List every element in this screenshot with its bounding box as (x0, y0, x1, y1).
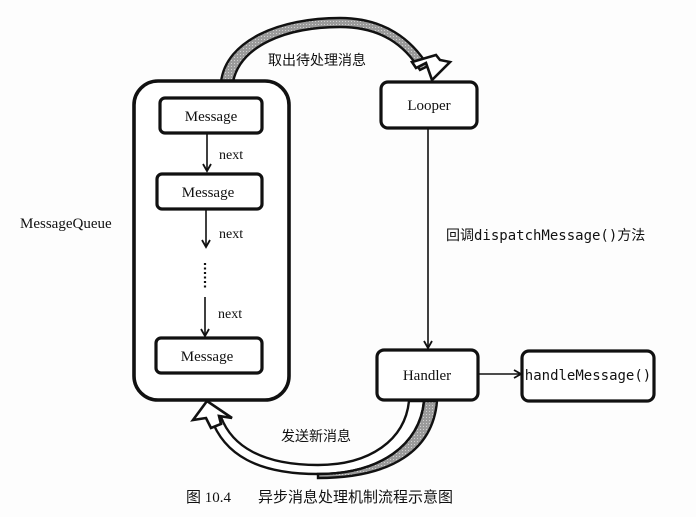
handle-message-label: handleMessage() (525, 368, 651, 384)
message-queue: Message next Message next next Message (132, 79, 291, 402)
message-queue-label: MessageQueue (20, 216, 112, 232)
looper-label: Looper (407, 98, 450, 114)
take-message-curved-arrow (219, 16, 453, 84)
next-label-3: next (218, 307, 242, 322)
message-queue-container (132, 79, 291, 402)
caption-number: 图 10.4 (186, 489, 232, 506)
looper-box (379, 80, 479, 130)
message-label-3: Message (181, 349, 234, 365)
handler-box (375, 348, 480, 402)
next-label-1: next (219, 148, 243, 163)
send-message-curved-arrow (190, 399, 439, 480)
handler-label: Handler (403, 368, 451, 384)
handle-message-box (520, 349, 656, 403)
message-label-2: Message (182, 185, 235, 201)
message-box-2 (155, 172, 264, 211)
send-message-label: 发送新消息 (281, 428, 351, 445)
message-label-1: Message (185, 109, 238, 125)
message-box-1 (158, 96, 264, 135)
next-label-2: next (219, 227, 243, 242)
caption-title: 异步消息处理机制流程示意图 (258, 488, 453, 506)
message-box-3 (154, 336, 264, 375)
take-message-label: 取出待处理消息 (268, 52, 366, 69)
dispatch-label: 回调dispatchMessage()方法 (446, 228, 645, 244)
